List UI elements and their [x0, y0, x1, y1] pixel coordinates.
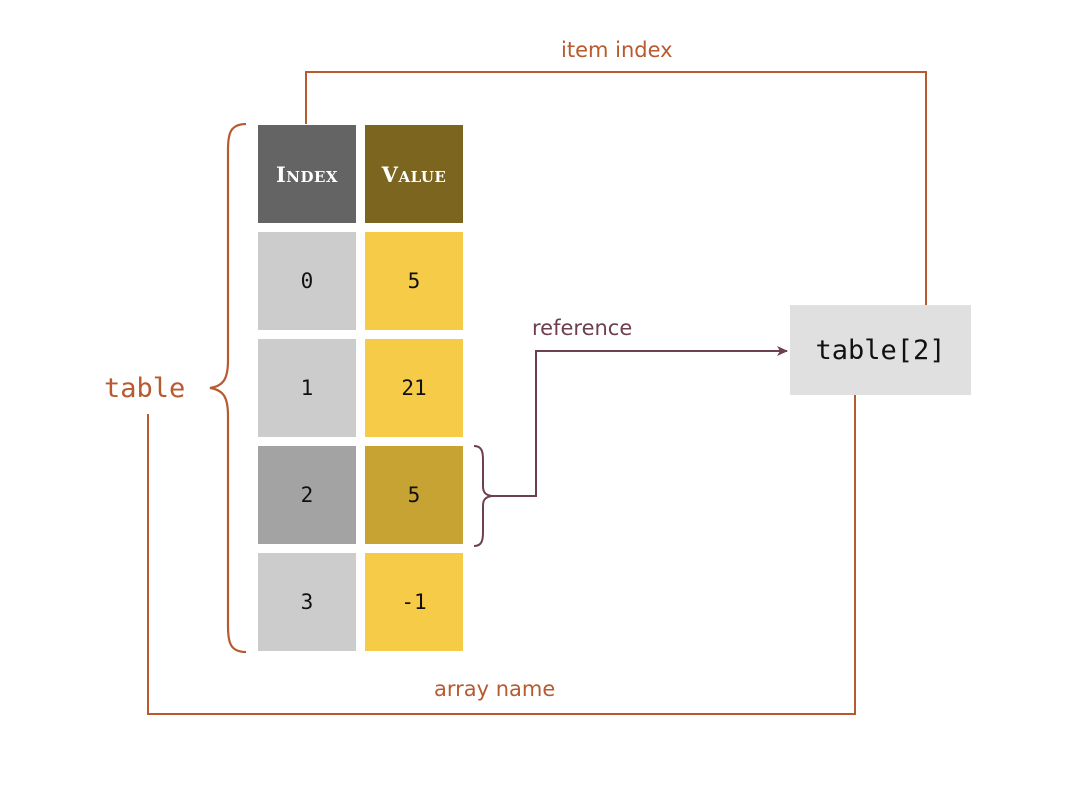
expression-box: table[2]	[790, 305, 971, 395]
value-cell-highlighted: 5	[365, 446, 463, 544]
row-brace	[473, 445, 493, 547]
reference-arrow	[492, 346, 788, 497]
reference-label: reference	[532, 316, 633, 340]
value-cell: 21	[365, 339, 463, 437]
index-column-header: Index	[258, 125, 356, 223]
value-cell: -1	[365, 553, 463, 651]
index-cell: 0	[258, 232, 356, 330]
value-column-header: Value	[365, 125, 463, 223]
item-index-arrow	[305, 71, 931, 323]
index-cell-highlighted: 2	[258, 446, 356, 544]
value-cell: 5	[365, 232, 463, 330]
item-index-label: item index	[561, 38, 673, 62]
array-variable-label: table	[104, 373, 186, 404]
index-cell: 1	[258, 339, 356, 437]
array-name-label: array name	[434, 677, 556, 701]
expression-text: table[2]	[815, 334, 946, 366]
index-cell: 3	[258, 553, 356, 651]
array-name-arrow	[147, 377, 860, 715]
table-brace	[209, 122, 247, 654]
